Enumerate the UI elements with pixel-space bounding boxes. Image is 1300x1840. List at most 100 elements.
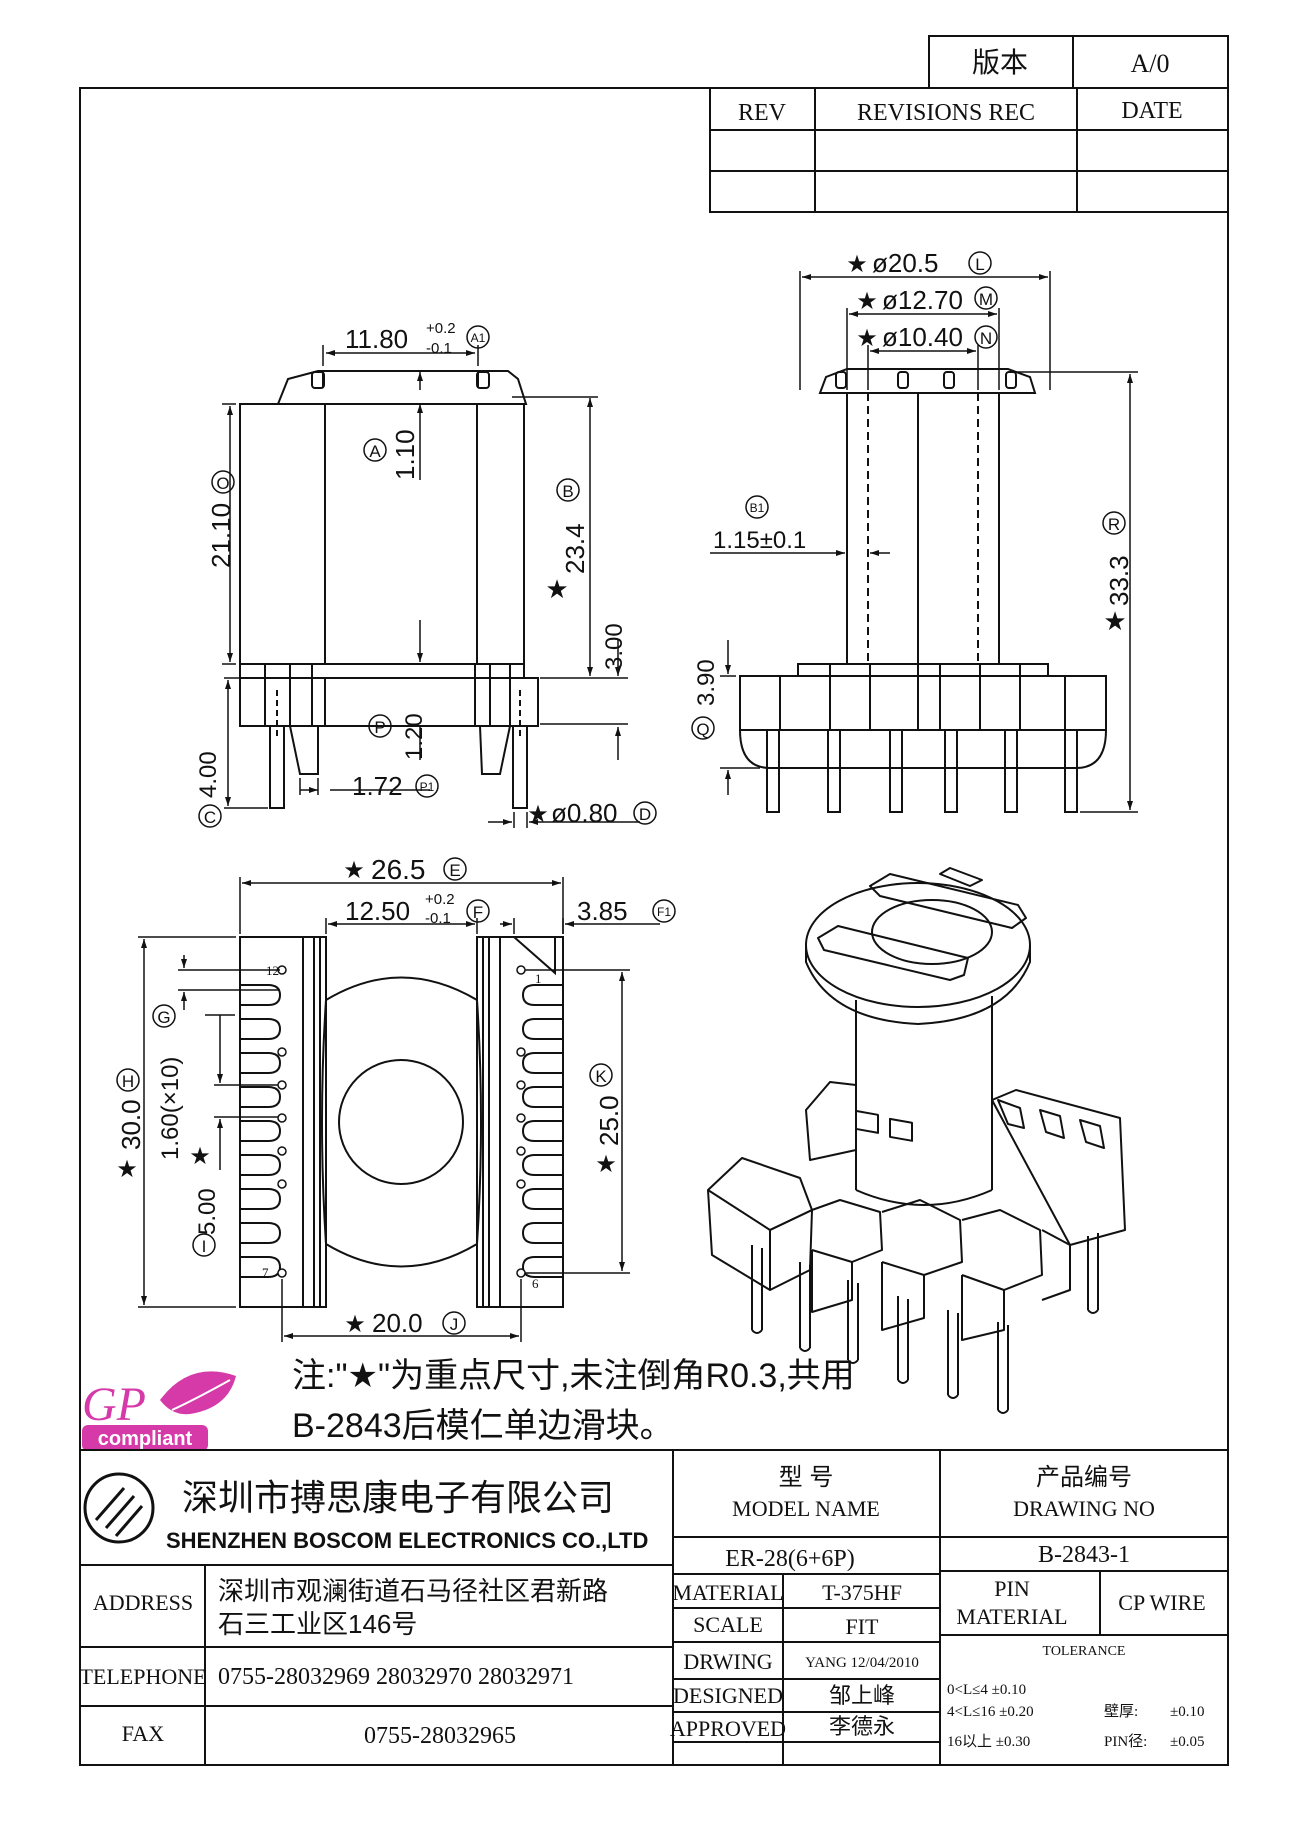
tag-l: L	[975, 255, 984, 274]
tag-f1-circle	[652, 899, 676, 923]
dim-r: 33.3	[1104, 555, 1134, 606]
tag-l-circle	[968, 251, 992, 275]
tag-n-circle	[974, 325, 998, 349]
drawing-no-value: B-2843-1	[1038, 1542, 1130, 1568]
tag-h: H	[122, 1072, 134, 1091]
pin-1-label: 1	[535, 971, 542, 986]
dim-3-00: 3.00	[601, 623, 628, 670]
dim-p1: 1.72	[352, 771, 403, 801]
dim-g: 1.60(×10)	[157, 1057, 184, 1160]
scale-value: FIT	[846, 1614, 880, 1639]
tag-j-circle	[442, 1311, 466, 1335]
drwing-label: DRWING	[683, 1649, 772, 1674]
material-value: T-375HF	[822, 1580, 902, 1605]
tag-m-circle	[974, 286, 998, 310]
tag-j: J	[450, 1315, 459, 1334]
pin-6-label: 6	[532, 1276, 539, 1291]
bottom-view-pin-holes	[277, 965, 526, 1278]
tag-d-circle	[633, 801, 657, 825]
dim-e: 26.5	[371, 854, 426, 885]
dim-d: ø0.80	[551, 798, 618, 828]
dim-m: ø12.70	[882, 285, 963, 315]
tag-a: A	[369, 442, 381, 461]
tag-f-circle	[466, 899, 490, 923]
pin-dia-label: PIN径:	[1104, 1733, 1147, 1750]
revision-table	[709, 87, 1229, 213]
dim-j: 20.0	[372, 1308, 423, 1338]
star-b: ★	[545, 574, 568, 604]
wall-value: ±0.10	[1170, 1704, 1204, 1720]
dim-f: 12.50	[345, 896, 410, 926]
tag-r-circle	[1102, 511, 1126, 535]
tag-b1-circle	[745, 495, 769, 519]
front-view-dims	[222, 345, 640, 828]
dim-k: 25.0	[594, 1095, 624, 1146]
tag-e: E	[449, 861, 460, 880]
dim-c: 4.00	[195, 751, 222, 798]
tag-a1: A1	[471, 331, 486, 345]
version-value: A/0	[1131, 49, 1170, 78]
version-box: 版本 A/0	[928, 35, 1229, 89]
tag-a-circle	[363, 438, 387, 462]
tag-g: G	[157, 1008, 170, 1027]
designed-label: DESIGNED	[673, 1683, 783, 1708]
tag-k-circle	[589, 1063, 613, 1087]
company-logo	[83, 1472, 155, 1544]
tag-o-circle	[211, 470, 235, 494]
pin-material-value: CP WIRE	[1118, 1590, 1205, 1615]
dim-a1-tol-plus: +0.2	[426, 320, 456, 337]
version-label: 版本	[972, 47, 1028, 79]
dim-q: 3.90	[693, 659, 720, 706]
tag-r: R	[1108, 515, 1120, 534]
front-view	[239, 370, 539, 809]
fax-label: FAX	[122, 1721, 164, 1746]
approved-label: APPROVED	[670, 1716, 786, 1741]
tag-p-circle	[368, 714, 392, 738]
dim-o: 21.10	[206, 503, 236, 568]
model-label-cn: 型 号	[779, 1464, 834, 1491]
dim-a: 1.10	[390, 429, 420, 480]
tolerance-label: TOLERANCE	[1043, 1644, 1126, 1659]
tag-g-circle	[152, 1004, 176, 1028]
company-name-en: SHENZHEN BOSCOM ELECTRONICS CO.,LTD	[166, 1528, 648, 1553]
star-n: ★	[856, 325, 878, 352]
bottom-view	[239, 936, 564, 1308]
tag-c: C	[204, 808, 216, 827]
drawing-label-en: DRAWING NO	[1013, 1496, 1155, 1521]
dim-p: 1.20	[401, 713, 428, 760]
pin-dia-value: ±0.05	[1170, 1734, 1204, 1750]
side-view	[739, 368, 1107, 813]
tag-p1: P1	[420, 780, 435, 794]
tag-h-circle	[116, 1068, 140, 1092]
dim-i: 5.00	[194, 1188, 221, 1235]
model-value: ER-28(6+6P)	[725, 1546, 855, 1572]
star-m: ★	[856, 288, 878, 315]
tag-f: F	[473, 903, 483, 922]
rev-header: REV	[738, 100, 787, 126]
star-h: ★	[116, 1156, 138, 1183]
note-line-2: B-2843后模仁单边滑块。	[292, 1407, 674, 1445]
designed-value: 邹上峰	[829, 1683, 895, 1708]
dim-f-tol-plus: +0.2	[425, 891, 455, 908]
dim-b: 23.4	[560, 523, 590, 574]
tag-d: D	[639, 805, 651, 824]
model-label-en: MODEL NAME	[732, 1496, 880, 1521]
tag-m: M	[979, 290, 993, 309]
title-block	[80, 1449, 1228, 1765]
dim-f1: 3.85	[577, 896, 628, 926]
address-line-2: 石三工业区146号	[218, 1609, 417, 1639]
material-label: MATERIAL	[672, 1580, 783, 1605]
drawing-label-cn: 产品编号	[1036, 1464, 1132, 1491]
gp-logo-text: GP	[82, 1378, 146, 1431]
drwing-value: YANG 12/04/2010	[805, 1655, 919, 1671]
tag-i: I	[202, 1237, 207, 1256]
tag-k: K	[595, 1067, 607, 1086]
dim-b1: 1.15±0.1	[713, 527, 806, 554]
telephone-value: 0755-28032969 28032970 28032971	[218, 1664, 574, 1690]
tolerance-2: 4<L≤16 ±0.20	[947, 1704, 1034, 1720]
star-l: ★	[846, 251, 868, 278]
tag-c-circle	[198, 804, 222, 828]
wall-label: 壁厚:	[1104, 1703, 1138, 1720]
company-name-cn: 深圳市搏思康电子有限公司	[182, 1477, 614, 1518]
